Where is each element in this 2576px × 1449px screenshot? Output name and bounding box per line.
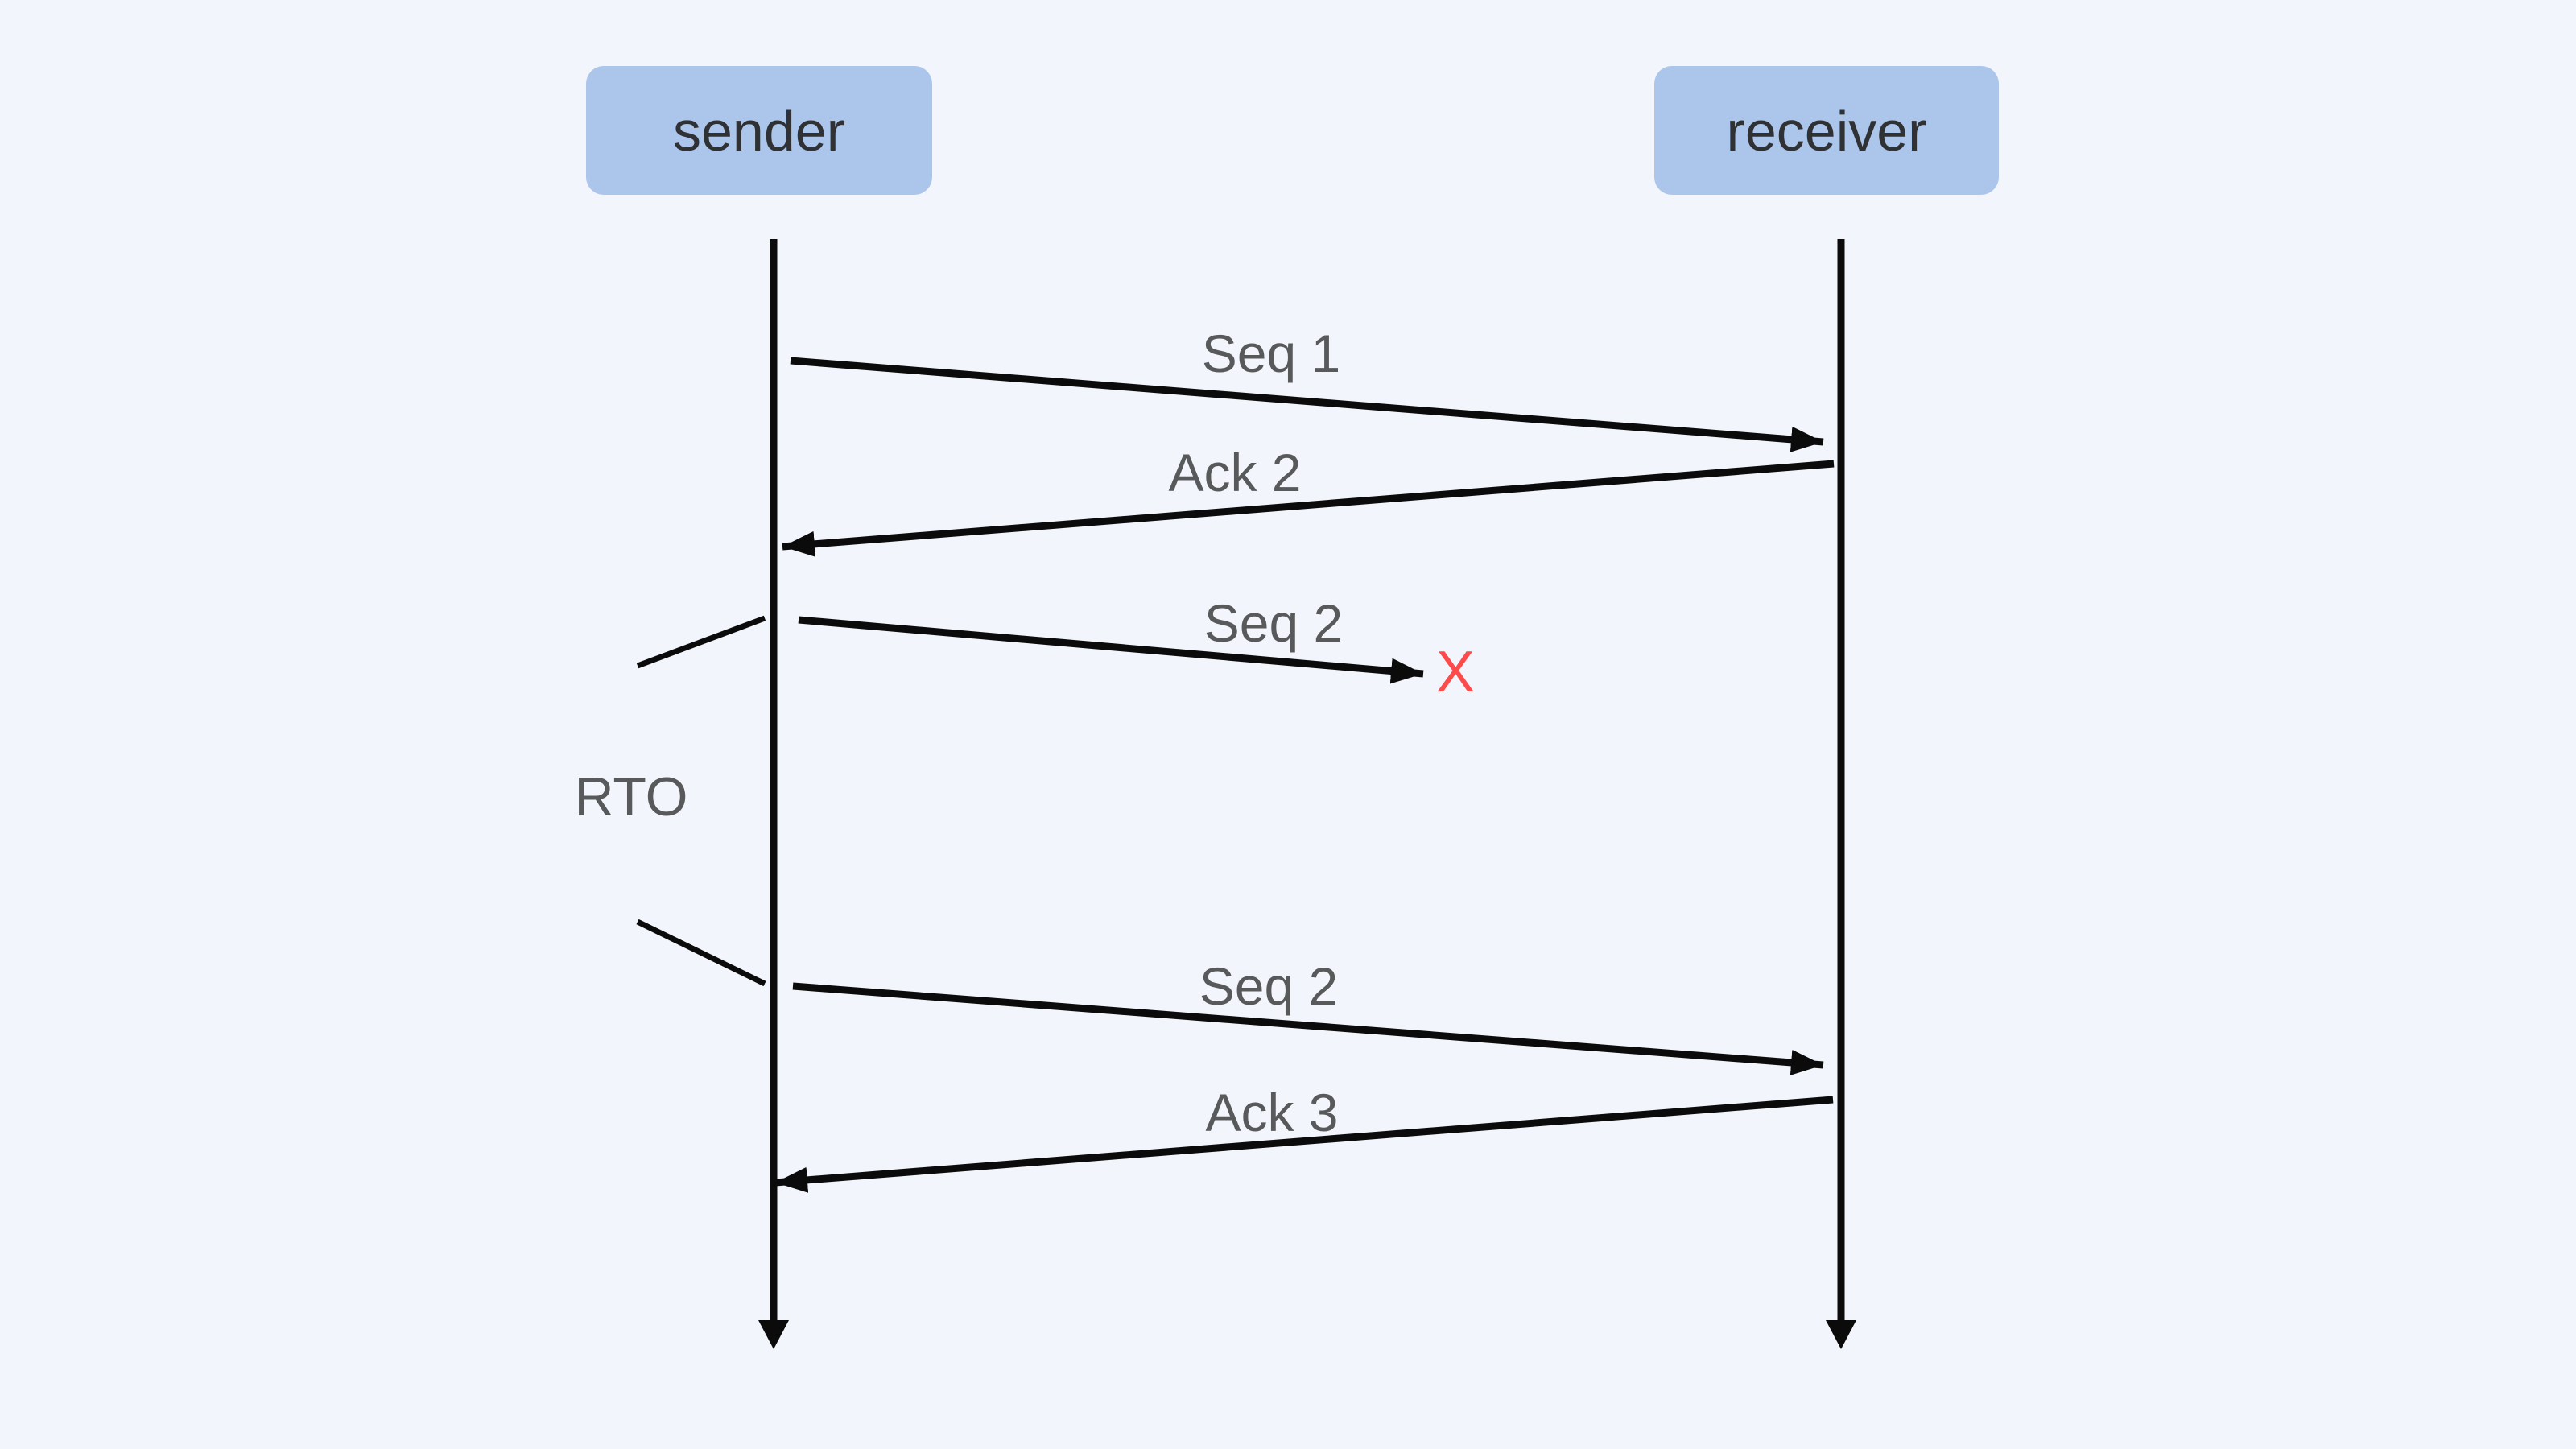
message-seq-1-arrow [790, 357, 1824, 452]
receiver-lifeline-arrowhead-icon [1826, 1320, 1856, 1349]
message-seq-2-lost: Seq 2 X [798, 593, 1475, 704]
message-seq-2-retransmit: Seq 2 [792, 956, 1824, 1075]
message-label-seq-2-retransmit: Seq 2 [1199, 956, 1338, 1016]
message-label-seq-1: Seq 1 [1202, 324, 1340, 383]
packet-loss-x-marker: X [1436, 640, 1475, 704]
sender-lifeline [758, 239, 789, 1349]
receiver-lifeline [1826, 239, 1856, 1349]
rto-end-tick [636, 919, 766, 987]
sender-lifeline-arrowhead-icon [758, 1320, 789, 1349]
message-label-ack-3: Ack 3 [1205, 1083, 1338, 1142]
actor-label-sender: sender [673, 100, 845, 163]
message-seq-2-lost-arrow [798, 616, 1424, 684]
message-ack-2: Ack 2 [782, 443, 1835, 557]
message-label-seq-2-lost: Seq 2 [1204, 593, 1343, 653]
rto-annotation: RTO [574, 615, 766, 987]
message-ack-3-arrow [774, 1096, 1834, 1193]
rto-label: RTO [574, 766, 687, 828]
message-label-ack-2: Ack 2 [1168, 443, 1301, 502]
message-ack-2-arrow [782, 460, 1835, 557]
actor-label-receiver: receiver [1727, 100, 1927, 163]
actor-box-receiver [1654, 66, 1999, 195]
actor-receiver: receiver [1654, 66, 1999, 195]
message-seq-2-retransmit-arrow [792, 982, 1824, 1075]
message-seq-1: Seq 1 [790, 324, 1824, 452]
actor-sender: sender [586, 66, 932, 195]
rto-start-tick [636, 615, 766, 669]
message-ack-3: Ack 3 [774, 1083, 1834, 1193]
actor-box-sender [586, 66, 932, 195]
